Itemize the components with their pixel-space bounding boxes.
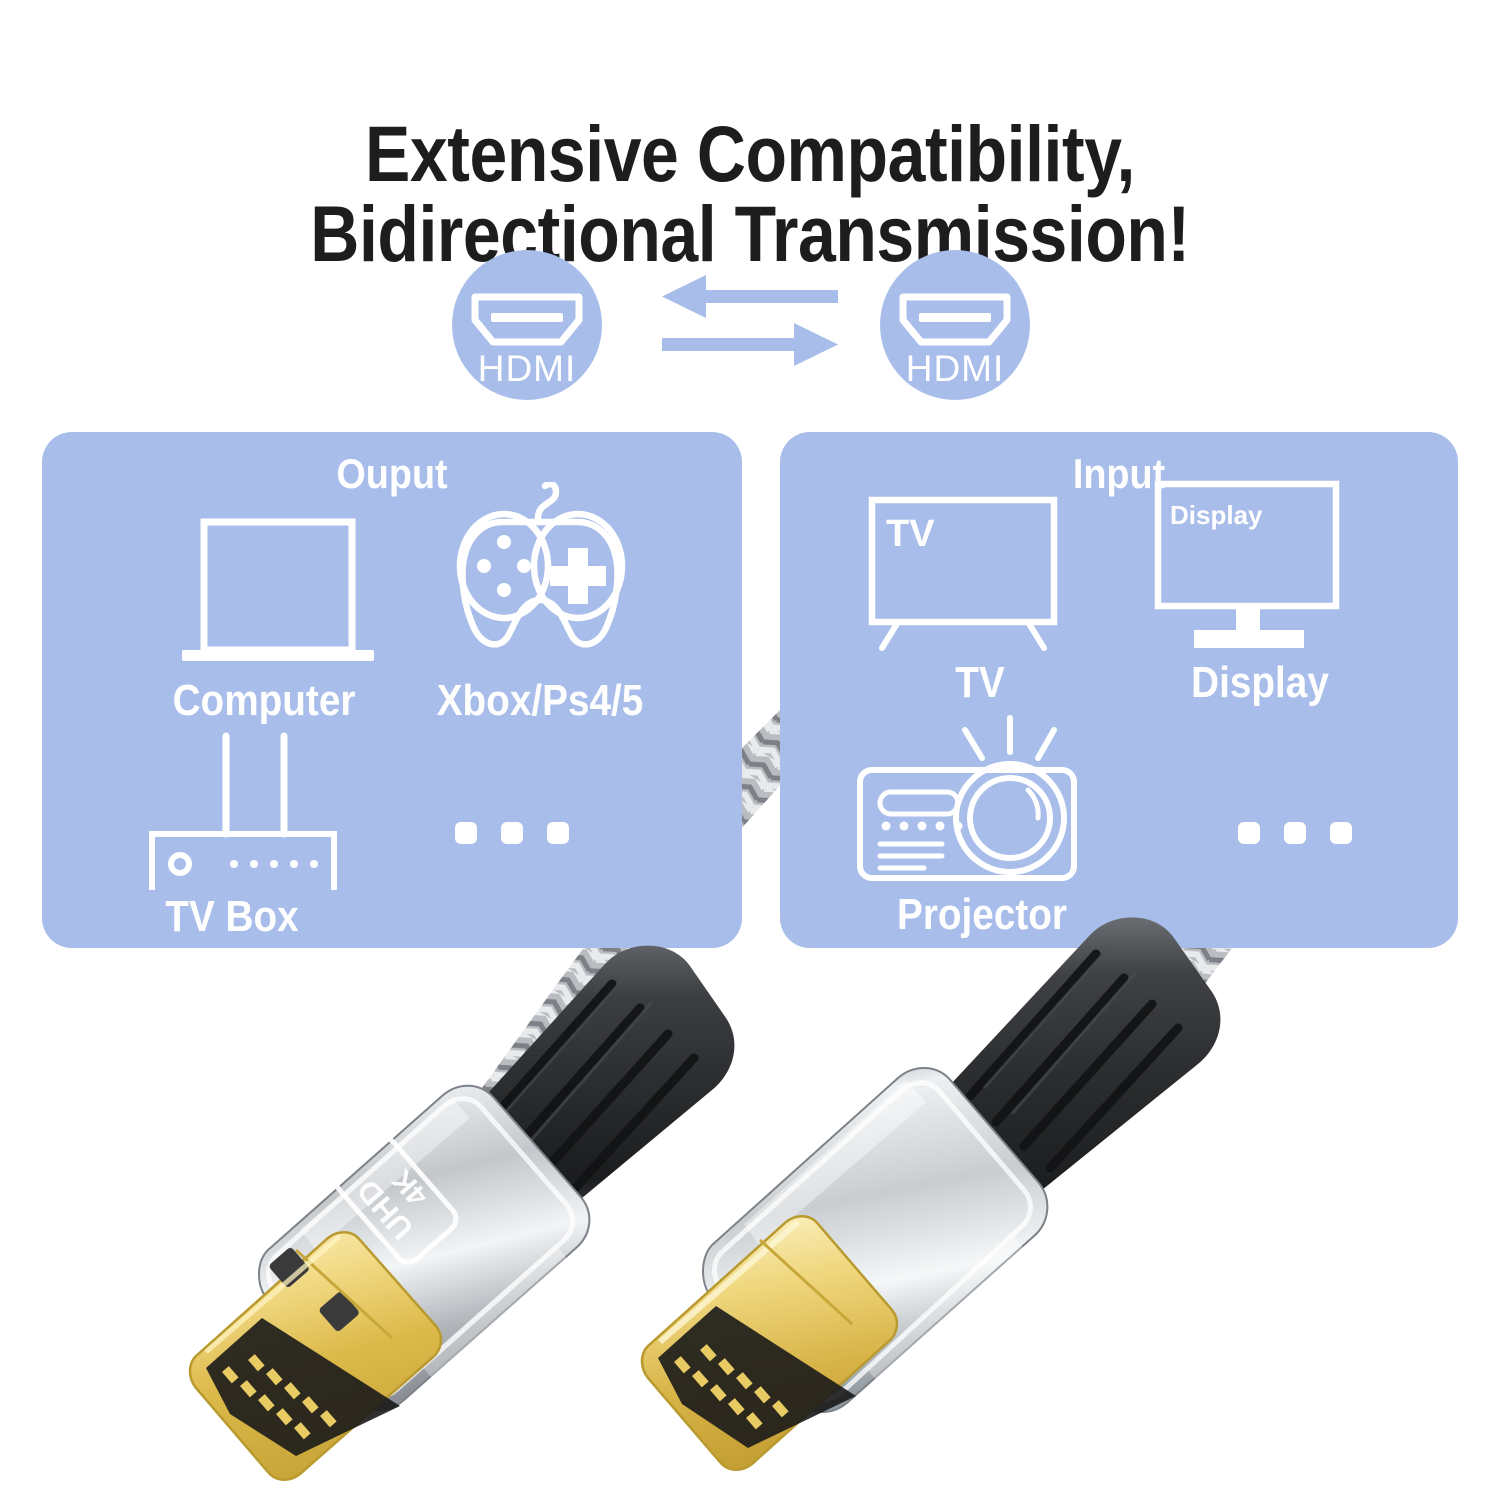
- monitor-icon: Display: [1154, 480, 1340, 648]
- hdmi-right-label: HDMI: [905, 348, 1005, 389]
- input-item-display: Display Display: [1110, 478, 1410, 718]
- hdmi-left-badge: HDMI: [452, 250, 602, 400]
- gamepad-icon: [456, 482, 626, 648]
- output-item-tvbox-label: TV Box: [165, 892, 299, 941]
- left-gold-plug: [188, 1231, 443, 1481]
- output-item-tvbox: TV Box: [104, 730, 424, 940]
- right-hdmi-connector: [640, 917, 1221, 1471]
- hdmi-right-badge: HDMI: [880, 250, 1030, 400]
- right-gold-plug: [640, 1215, 899, 1471]
- input-item-projector: Projector: [832, 714, 1132, 940]
- tv-icon: TV: [868, 496, 1058, 651]
- output-item-console-label: Xbox/Ps4/5: [436, 676, 644, 725]
- display-screen-text: Display: [1170, 500, 1263, 530]
- output-item-computer-label: Computer: [172, 676, 356, 725]
- output-item-computer: Computer: [104, 510, 424, 740]
- arrow-left-icon: [662, 275, 838, 318]
- input-panel-title: Input: [1072, 450, 1166, 497]
- input-item-projector-label: Projector: [896, 890, 1067, 939]
- hdmi-port-icon: [899, 293, 1011, 346]
- output-panel-title: Ouput: [336, 450, 448, 497]
- right-strain-relief-boot: [936, 917, 1221, 1202]
- title-line-2: Bidirectional Transmission!: [310, 189, 1190, 278]
- laptop-icon: [182, 518, 374, 661]
- router-icon: [149, 732, 337, 890]
- output-panel: Ouput Computer: [42, 432, 742, 948]
- input-item-tv-label: TV: [955, 658, 1005, 707]
- tv-screen-text: TV: [886, 513, 935, 555]
- output-ellipsis-icon: [455, 822, 569, 844]
- arrow-right-icon: [662, 323, 838, 366]
- hdmi-port-icon: [471, 293, 583, 346]
- input-ellipsis-icon: [1238, 822, 1352, 844]
- hdmi-left-label: HDMI: [477, 348, 577, 389]
- title-line-1: Extensive Compatibility,: [365, 109, 1135, 198]
- input-panel: Input TV TV Display Display: [780, 432, 1458, 948]
- output-item-console: Xbox/Ps4/5: [380, 482, 700, 742]
- input-item-display-label: Display: [1191, 658, 1329, 707]
- left-hdmi-connector: UHD 4K: [188, 945, 735, 1481]
- projector-icon: [857, 715, 1077, 881]
- page-title: Extensive Compatibility, Bidirectional T…: [105, 34, 1395, 354]
- bidirectional-arrows: [662, 275, 838, 366]
- input-item-tv: TV TV: [830, 492, 1130, 722]
